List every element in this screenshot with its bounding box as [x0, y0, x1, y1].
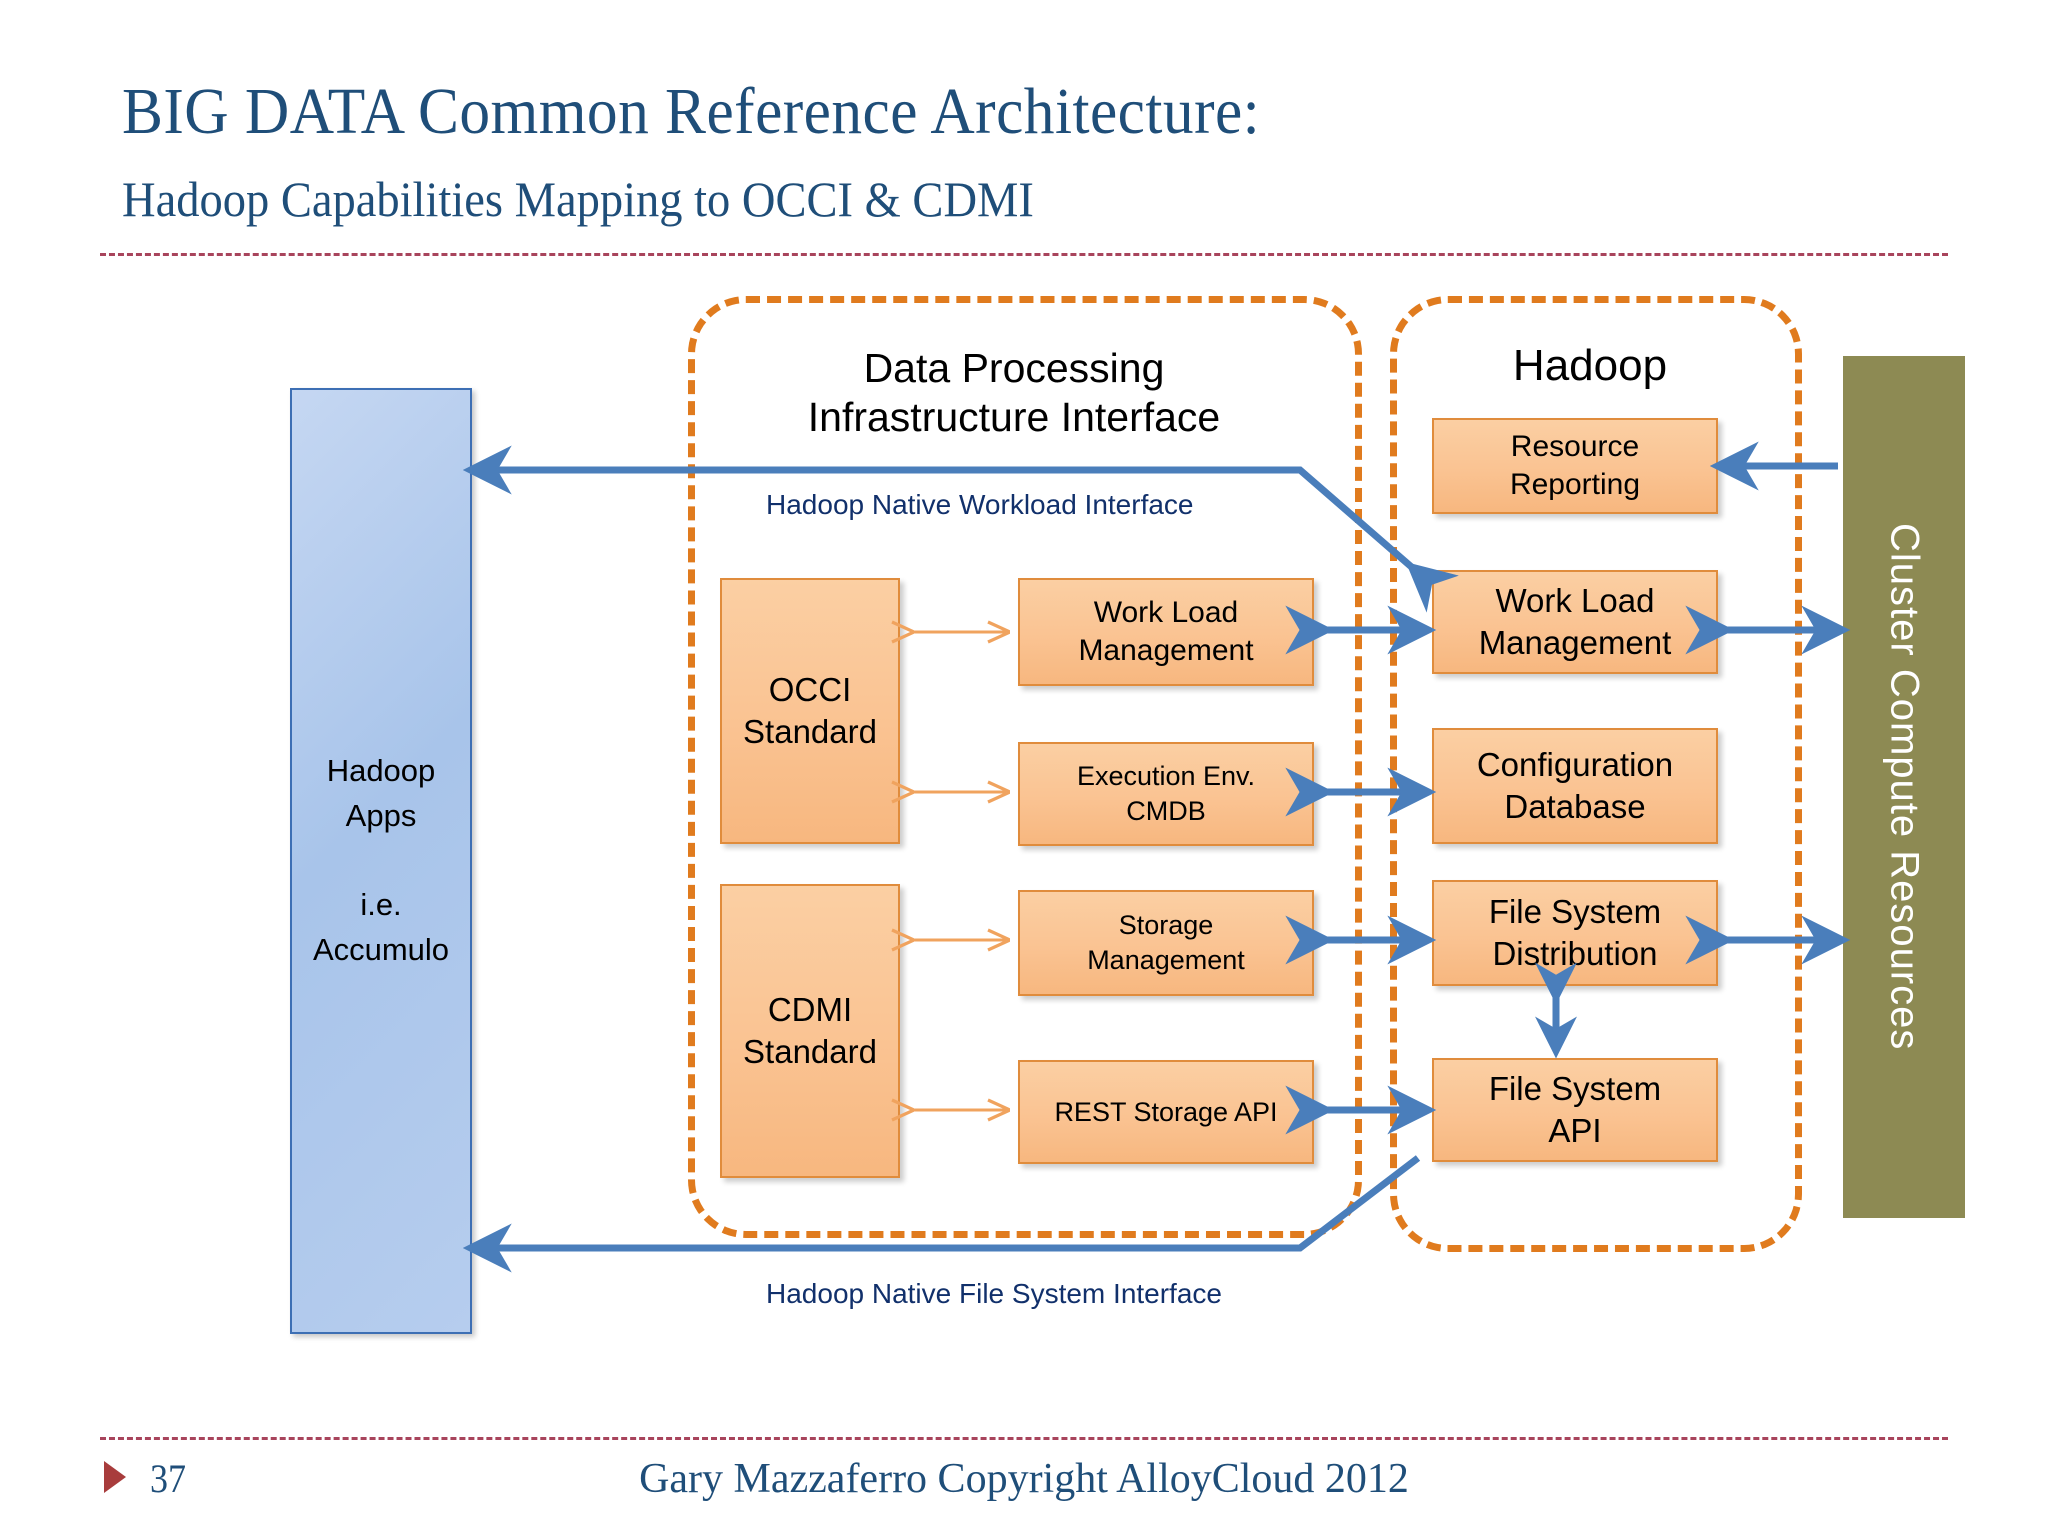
box-storage-management[interactable]: Storage Management	[1018, 890, 1314, 996]
box-execution-env-cmdb-label: Execution Env. CMDB	[1076, 761, 1256, 826]
arrow-hadoop-native-workload-interface	[462, 445, 1459, 613]
box-resource-reporting-label: Resource Reporting	[1509, 429, 1641, 501]
box-work-load-management-hadoop-label: Work Load Management	[1478, 581, 1672, 661]
hadoop-apps-panel[interactable]: Hadoop Apps i.e. Accumulo	[290, 388, 472, 1334]
box-file-system-distribution-label: File System Distribution	[1488, 892, 1662, 972]
box-cdmi-standard-label: CDMI Standard	[743, 990, 877, 1070]
box-rest-storage-api[interactable]: REST Storage API	[1018, 1060, 1314, 1164]
page-title: BIG DATA Common Reference Architecture:	[122, 75, 1261, 148]
box-resource-reporting[interactable]: Resource Reporting	[1432, 418, 1718, 514]
triangle-bullet-icon	[104, 1461, 126, 1493]
group-data-processing	[688, 296, 1362, 1238]
box-rest-storage-api-label: REST Storage API	[1054, 1096, 1278, 1127]
box-configuration-database[interactable]: Configuration Database	[1432, 728, 1718, 844]
page-number: 37	[150, 1456, 186, 1501]
cluster-compute-resources-label: Cluster Compute Resources	[1882, 523, 1927, 1051]
box-configuration-database-label: Configuration Database	[1476, 745, 1674, 825]
hadoop-native-file-system-interface-label: Hadoop Native File System Interface	[766, 1278, 1222, 1309]
box-file-system-api[interactable]: File System API	[1432, 1058, 1718, 1162]
box-occi-standard[interactable]: OCCI Standard	[720, 578, 900, 844]
box-file-system-api-label: File System API	[1488, 1069, 1662, 1149]
box-occi-standard-label: OCCI Standard	[743, 670, 877, 750]
group-data-processing-label: Data Processing Infrastructure Interface	[807, 345, 1221, 441]
box-cdmi-standard[interactable]: CDMI Standard	[720, 884, 900, 1178]
hadoop-apps-label: Hadoop Apps i.e. Accumulo	[312, 752, 450, 968]
arrow-hadoop-native-file-system-interface	[462, 1155, 1421, 1273]
footer-copyright: Gary Mazzaferro Copyright AlloyCloud 201…	[639, 1456, 1409, 1502]
box-execution-env-cmdb[interactable]: Execution Env. CMDB	[1018, 742, 1314, 846]
footer-divider	[100, 1437, 1948, 1440]
box-storage-management-label: Storage Management	[1087, 910, 1245, 975]
page-subtitle: Hadoop Capabilities Mapping to OCCI & CD…	[122, 171, 1034, 227]
cluster-compute-resources-panel[interactable]: Cluster Compute Resources	[1843, 356, 1965, 1218]
header-divider	[100, 253, 1948, 256]
box-work-load-management-hadoop[interactable]: Work Load Management	[1432, 570, 1718, 674]
group-hadoop-label: Hadoop	[1512, 341, 1668, 390]
